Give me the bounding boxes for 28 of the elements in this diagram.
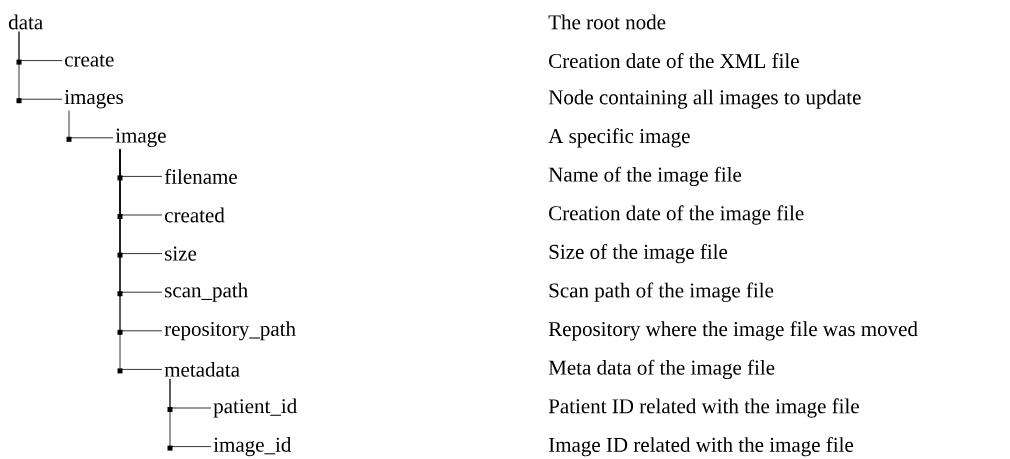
description: Meta data of the image file <box>548 359 775 380</box>
tree-item: created <box>165 207 225 223</box>
tree-item: image <box>115 128 166 147</box>
description: Node containing all images to update <box>548 89 861 109</box>
tree-connector <box>16 31 63 104</box>
description: A specific image <box>548 128 690 148</box>
description: Image ID related with the image file <box>548 436 854 457</box>
description: Scan path of the image file <box>549 282 774 302</box>
description: Name of the image file <box>548 166 742 187</box>
description: The root node <box>548 14 666 30</box>
tree-connector <box>117 148 163 374</box>
description: Patient ID related with the image file <box>548 398 859 418</box>
tree-item: data <box>8 14 43 30</box>
tree-item: create <box>65 54 114 67</box>
tree-connector <box>66 110 114 142</box>
tree-item: image_id <box>213 437 292 457</box>
tree-connector <box>167 378 212 451</box>
tree-item: metadata <box>164 362 240 377</box>
tree-item: scan_path <box>165 282 248 302</box>
description: Creation date of the image file <box>549 205 804 225</box>
tree-item: size <box>165 246 197 261</box>
description: Creation date of the XML file <box>549 53 799 69</box>
tree-item: filename <box>164 168 237 184</box>
tree-item: images <box>64 90 123 109</box>
description: Repository where the image file was moved <box>548 321 918 341</box>
tree-item: patient_id <box>213 398 297 418</box>
description: Size of the image file <box>549 243 728 264</box>
tree-item: repository_path <box>164 321 296 341</box>
